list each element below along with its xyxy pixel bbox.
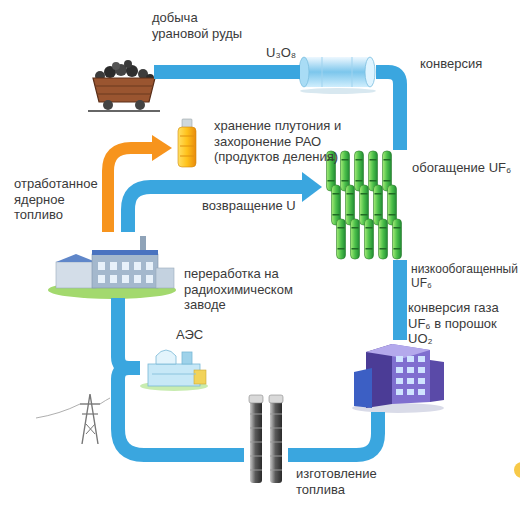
stage-label: обогащение UF₆ <box>412 160 516 176</box>
rod-band <box>250 442 262 443</box>
window <box>418 378 425 384</box>
window <box>146 262 153 270</box>
window <box>122 262 129 270</box>
flow-connector <box>400 260 401 340</box>
stage-label: АЭС <box>176 327 216 343</box>
rod-band <box>270 442 282 443</box>
centrifuge <box>379 219 388 259</box>
flow-label: низкообогащенный UF₆ <box>411 262 515 291</box>
flow-line <box>118 368 244 455</box>
rod-bands <box>250 414 282 470</box>
building-windows <box>396 356 425 395</box>
power-pylon <box>36 394 110 444</box>
flow-line <box>393 260 407 340</box>
window <box>98 262 105 270</box>
window <box>396 356 403 362</box>
centrifuge <box>365 219 374 259</box>
stage-node: АЭС <box>140 345 208 390</box>
stage-node: обогащение UF₆ <box>322 150 408 260</box>
stage-node: конверсия <box>300 54 376 90</box>
flow-connector <box>108 135 172 232</box>
rod-band <box>250 428 262 429</box>
window <box>407 389 414 395</box>
centrifuge <box>337 219 346 259</box>
flow-connector <box>154 72 300 73</box>
window <box>98 275 105 283</box>
stage-node: конверсия газа UF₆ в порошок UO₂ <box>352 340 444 412</box>
flow-label: отработанное ядерное топливо <box>14 176 100 223</box>
stage-label: изготовление топлива <box>296 466 386 497</box>
window <box>134 275 141 283</box>
corner-mark <box>514 462 520 478</box>
stage-label: конверсия <box>420 56 512 72</box>
stage-node: изготовление топлива <box>244 392 288 484</box>
stage-label: добыча урановой руды <box>152 10 252 41</box>
rod-band <box>250 456 262 457</box>
rod-band <box>250 414 262 415</box>
window <box>396 389 403 395</box>
window <box>418 367 425 373</box>
flow-connector <box>118 298 140 368</box>
flow-line <box>154 65 300 79</box>
rod-band <box>270 428 282 429</box>
rod-band <box>270 456 282 457</box>
plant-windows <box>98 262 153 283</box>
stage-node: хранение плутония и захоронение РАО (про… <box>172 118 202 170</box>
window <box>396 378 403 384</box>
window <box>407 356 414 362</box>
rod-band <box>270 414 282 415</box>
window <box>146 275 153 283</box>
flow-line <box>118 298 140 368</box>
flow-label: возвращение U <box>202 198 322 214</box>
window <box>110 262 117 270</box>
reprocessing-plant <box>48 236 176 299</box>
flow-connector <box>128 172 322 232</box>
flow-connector <box>376 72 400 150</box>
rod-band <box>270 470 282 471</box>
centrifuge <box>393 219 402 259</box>
stage-node: добыча урановой руды <box>92 60 154 112</box>
window <box>110 275 117 283</box>
stage-label: переработка на радиохимическом заводе <box>184 266 308 313</box>
fuel-rods <box>249 395 283 483</box>
rod-band <box>250 470 262 471</box>
window <box>396 367 403 373</box>
window <box>407 367 414 373</box>
arrow-head <box>152 135 172 161</box>
flow-line <box>288 412 378 455</box>
window <box>122 275 129 283</box>
stage-label: конверсия газа UF₆ в порошок UO₂ <box>408 300 516 347</box>
flow-connector <box>118 368 244 455</box>
storage-container <box>178 119 196 167</box>
window <box>134 262 141 270</box>
stage-node: переработка на радиохимическом заводе <box>48 232 178 298</box>
stage-label: хранение плутония и захоронение РАО (про… <box>214 118 374 165</box>
flow-label: U₃O₈ <box>266 45 326 61</box>
centrifuge-cascade <box>327 151 402 259</box>
flow-line <box>376 72 400 150</box>
flow-connector <box>288 412 378 455</box>
ore-cart <box>88 60 160 111</box>
centrifuge <box>351 219 360 259</box>
conversion-cylinder <box>299 57 376 94</box>
conversion-plant <box>352 344 444 413</box>
arrow-head <box>302 172 322 202</box>
power-plant <box>140 350 208 391</box>
flow-line <box>108 148 154 232</box>
window <box>418 356 425 362</box>
window <box>407 378 414 384</box>
window <box>418 389 425 395</box>
